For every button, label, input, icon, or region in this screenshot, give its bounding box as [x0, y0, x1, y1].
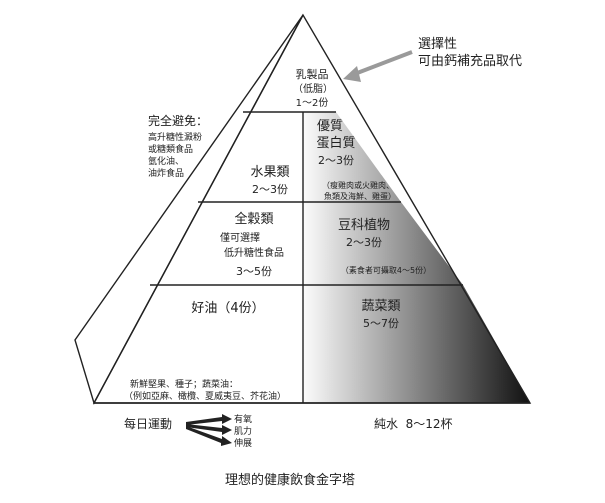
protein-name-line1: 優質 [317, 119, 343, 134]
legumes-note: （素食者可攝取4～5份） [341, 265, 431, 275]
oils-note-line2: （例如亞麻、橄欖、夏威夷豆、芥花油） [124, 390, 286, 402]
avoid-title: 完全避免： [148, 113, 208, 128]
exercise-benefit-3: 伸展 [234, 437, 252, 449]
vegetables-name: 蔬菜類 [361, 299, 400, 314]
dairy-portion: 1～2份 [296, 97, 329, 109]
grains-note-line2: 低升糖性食品 [224, 246, 284, 259]
legumes-shade [303, 202, 463, 285]
avoid-item-1: 高升糖性澱粉 [148, 131, 202, 143]
protein-portion: 2～3份 [318, 154, 354, 167]
vegetables-shade [303, 285, 530, 403]
protein-note-line2: 魚類及海鮮、雞蛋） [324, 191, 396, 201]
dairy-name: 乳製品 [296, 67, 329, 81]
callout-line2: 可由鈣補充品取代 [418, 53, 522, 69]
fruit-name: 水果類 [250, 165, 289, 180]
protein-shade [303, 112, 401, 202]
water-label: 純水 8～12杯 [374, 417, 453, 431]
grains-portion: 3～5份 [236, 265, 272, 278]
avoid-item-4: 油炸食品 [148, 167, 184, 179]
legumes-name: 豆科植物 [338, 218, 390, 233]
grains-note-line1: 僅可選擇 [220, 231, 260, 244]
exercise-label: 每日運動 [124, 416, 172, 431]
grains-name: 全穀類 [234, 211, 273, 227]
pyramid-outline [74, 13, 532, 405]
callout-line1: 選擇性 [418, 36, 457, 52]
oils-name: 好油（4份） [191, 301, 264, 316]
protein-note-line1: （瘦雞肉或火雞肉、 [322, 180, 394, 190]
protein-name-line2: 蛋白質 [316, 135, 355, 151]
fruit-portion: 2～3份 [252, 183, 288, 196]
oils-note-line1: 新鮮堅果、種子；蔬菜油： [130, 378, 238, 390]
legumes-portion: 2～3份 [346, 236, 382, 249]
vegetables-portion: 5～7份 [363, 317, 399, 330]
diagram-caption: 理想的健康飲食金字塔 [225, 472, 355, 488]
arrow-icon [343, 50, 413, 82]
avoid-item-3: 氫化油、 [148, 155, 184, 167]
exercise-benefit-2: 肌力 [234, 425, 252, 437]
dairy-note: （低脂） [293, 82, 333, 95]
exercise-benefit-1: 有氧 [234, 413, 252, 425]
exercise-arrows-icon [186, 414, 232, 446]
avoid-item-2: 或糖類食品 [148, 143, 193, 155]
